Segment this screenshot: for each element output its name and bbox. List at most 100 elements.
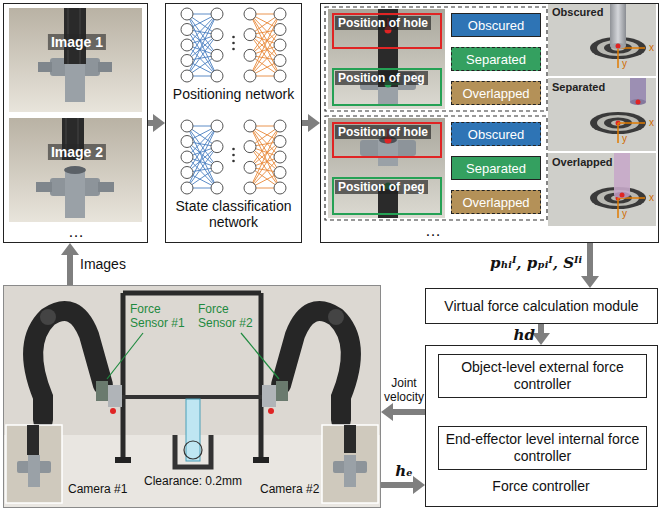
axis-label: y — [622, 208, 627, 219]
box-title: Force controller — [426, 478, 656, 494]
result-panel: …Position of holePosition of pegObscured… — [320, 3, 659, 243]
experiment-photo — [3, 285, 381, 508]
result-group — [325, 7, 547, 220]
arrow-connector — [148, 114, 165, 132]
process-box: End-effector level internal force contro… — [438, 426, 647, 470]
connector-line — [538, 324, 544, 333]
signal-label: hd — [505, 326, 535, 344]
ellipsis: … — [425, 224, 441, 238]
connector-line — [302, 120, 308, 126]
box-label: Separated — [466, 161, 526, 176]
signal-label: hₑ — [388, 462, 420, 480]
net-dots — [232, 160, 235, 163]
net-neuron — [244, 182, 256, 194]
state-illustration — [548, 3, 656, 76]
ellipsis: … — [68, 225, 84, 239]
state-box: Obscured — [451, 13, 541, 37]
box-label: Overlapped — [462, 195, 529, 210]
net-dots — [232, 154, 235, 157]
axis-label: x — [649, 42, 654, 53]
net-neuron — [274, 55, 286, 67]
net-neuron — [274, 151, 286, 163]
clearance-label: Clearance: 0.2mm — [144, 474, 242, 488]
axis-label: y — [622, 58, 627, 69]
state-illustration — [548, 78, 656, 151]
controller-box: Force controller Object-level external fo… — [425, 345, 658, 507]
net-neuron — [181, 182, 193, 194]
net-dots — [232, 42, 235, 45]
image-label: Image 1 — [48, 34, 106, 50]
net-neuron — [274, 120, 286, 132]
arrowhead — [381, 403, 393, 421]
camera-photo — [9, 118, 142, 222]
net-neuron — [181, 55, 193, 67]
net-neuron — [244, 161, 256, 173]
experiment-panel: Force Sensor #1Force Sensor #2Clearance:… — [3, 285, 381, 508]
peg-box: Position of peg — [332, 68, 442, 106]
arrow-connector — [581, 243, 599, 288]
net-neuron — [244, 29, 256, 41]
net-neuron — [211, 8, 223, 20]
net-neuron — [274, 136, 286, 148]
state-label: Separated — [552, 81, 605, 93]
position-label: Position of hole — [335, 125, 431, 139]
box-label: Separated — [466, 52, 526, 67]
hole-box: Position of hole — [332, 13, 442, 49]
state-box: Separated — [451, 47, 541, 71]
box-label: Obscured — [468, 18, 524, 33]
box-label: Overlapped — [462, 86, 529, 101]
camera-label: Camera #2 — [260, 482, 319, 496]
network-label: Positioning network — [169, 86, 298, 102]
net-dots — [232, 36, 235, 39]
connector-line — [381, 482, 413, 488]
connector-line — [67, 255, 73, 285]
state-box: Overlapped — [451, 81, 541, 105]
net-neuron — [181, 24, 193, 36]
axis-label: y — [622, 133, 627, 144]
net-neuron — [211, 141, 223, 153]
arrowhead — [581, 276, 599, 288]
axis-label: x — [649, 117, 654, 128]
connector-line — [587, 243, 593, 276]
net-neuron — [181, 39, 193, 51]
sensor-label: Force Sensor #2 — [198, 302, 260, 330]
peg-box: Position of peg — [332, 177, 442, 215]
arrowhead — [61, 243, 79, 255]
net-neuron — [274, 182, 286, 194]
net-neuron — [274, 8, 286, 20]
net-neuron — [274, 24, 286, 36]
arrow-connector — [61, 243, 79, 285]
net-neuron — [211, 70, 223, 82]
arrowhead — [153, 114, 165, 132]
axis-label: x — [649, 192, 654, 203]
arrowhead — [413, 476, 425, 494]
box-label: Obscured — [468, 127, 524, 142]
position-label: Position of peg — [335, 180, 428, 194]
network-label: State classification network — [169, 198, 298, 230]
process-box: Object-level external force controller — [438, 354, 647, 398]
net-neuron — [181, 167, 193, 179]
position-label: Position of peg — [335, 71, 428, 85]
state-box: Overlapped — [451, 190, 541, 214]
image-panel: Image 1Image 2… — [3, 3, 148, 243]
net-neuron — [244, 141, 256, 153]
net-neuron — [274, 167, 286, 179]
network-panel: Positioning networkState classification … — [165, 3, 302, 243]
arrow-connector — [302, 114, 320, 132]
state-box: Obscured — [451, 122, 541, 146]
net-neuron — [211, 49, 223, 61]
net-dots — [232, 148, 235, 151]
arrowhead — [308, 114, 320, 132]
net-neuron — [181, 70, 193, 82]
net-neuron — [181, 120, 193, 132]
net-dots — [232, 48, 235, 51]
net-neuron — [181, 8, 193, 20]
net-neuron — [211, 161, 223, 173]
net-neuron — [181, 151, 193, 163]
net-neuron — [211, 120, 223, 132]
connector-line — [148, 120, 153, 126]
edge-label: Images — [80, 256, 126, 272]
state-label: Obscured — [552, 6, 603, 18]
net-neuron — [274, 70, 286, 82]
